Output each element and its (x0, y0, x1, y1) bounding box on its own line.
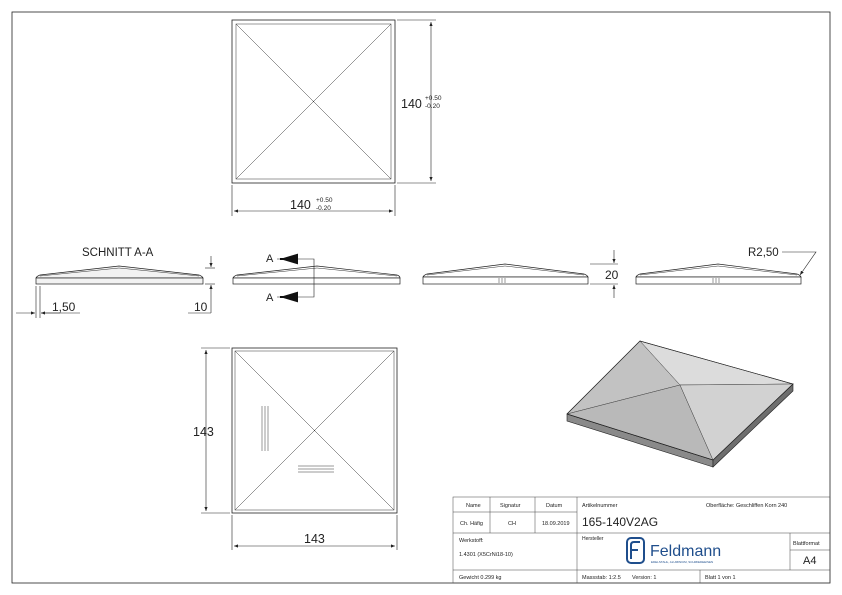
side-view-cut-markers: A A (232, 253, 401, 304)
title-block-author-signature: CH (508, 521, 516, 527)
isometric-view (566, 340, 794, 468)
section-view: SCHNITT A-A 10 1,50 (16, 247, 215, 318)
top-view: 140 +0.50 -0.20 140 +0.50 -0.20 (231, 19, 442, 216)
cut-marker-top: A (266, 253, 274, 265)
title-block-format-value: A4 (803, 555, 816, 567)
title-block-material-value: 1.4301 (X5CrNi18-10) (459, 552, 513, 558)
bottom-view: 143 143 (193, 347, 398, 550)
side-view-height-dimension: 20 (605, 268, 619, 282)
cut-marker-bottom: A (266, 292, 274, 304)
title-block-version: Version: 1 (632, 575, 656, 581)
title-block-author-name: Ch. Häfig (460, 521, 483, 527)
side-view-radius: R2,50 (635, 247, 817, 285)
drawing-frame (11, 11, 831, 584)
title-block-signature-header: Signatur (500, 503, 521, 509)
bottom-view-height-dimension: 143 (193, 425, 214, 439)
title-block: Name Signatur Datum Ch. Häfig CH 18.09.2… (452, 496, 831, 584)
title-block-name-header: Name (466, 503, 481, 509)
title-block-format-label: Blattformat (793, 541, 820, 547)
logo-subtext: EDELSTAHL, ALUMINIUM, SCHMIEDEEISEN (651, 560, 713, 564)
side-view-radius-dimension: R2,50 (748, 247, 779, 259)
section-title: SCHNITT A-A (82, 247, 154, 259)
top-view-height-dimension: 140 +0.50 -0.20 (397, 19, 442, 184)
title-block-manufacturer-label: Hersteller (582, 536, 604, 542)
title-block-material-label: Werkstoff: (459, 538, 484, 544)
title-block-scale: Massstab: 1:2.5 (582, 575, 621, 581)
side-view-height: 20 (422, 250, 619, 298)
title-block-date-header: Datum (546, 503, 563, 509)
top-view-height-lower-tolerance: -0.20 (425, 103, 440, 110)
section-thickness-dimension: 10 (194, 300, 208, 314)
section-offset-dimension: 1,50 (52, 300, 76, 314)
top-view-width-nominal: 140 (290, 198, 311, 212)
title-block-author-date: 18.09.2019 (542, 521, 570, 527)
top-view-height-upper-tolerance: +0.50 (425, 95, 442, 102)
top-view-height-nominal: 140 (401, 97, 422, 111)
bottom-view-width-dimension: 143 (304, 532, 325, 546)
feldmann-logo: Feldmann EDELSTAHL, ALUMINIUM, SCHMIEDEE… (626, 537, 721, 564)
title-block-sheet: Blatt 1 von 1 (705, 575, 736, 581)
top-view-width-lower-tolerance: -0.20 (316, 205, 331, 212)
title-block-surface: Oberfläche: Geschliffen Korn 240 (706, 503, 787, 509)
top-view-width-dimension: 140 +0.50 -0.20 (231, 185, 396, 216)
logo-wordmark: Feldmann (650, 543, 721, 560)
title-block-article-number: 165-140V2AG (582, 515, 658, 529)
title-block-weight: Gewicht 0.299 kg (459, 575, 502, 581)
title-block-article-label: Artikelnummer (582, 503, 618, 509)
top-view-width-upper-tolerance: +0.50 (316, 197, 333, 204)
